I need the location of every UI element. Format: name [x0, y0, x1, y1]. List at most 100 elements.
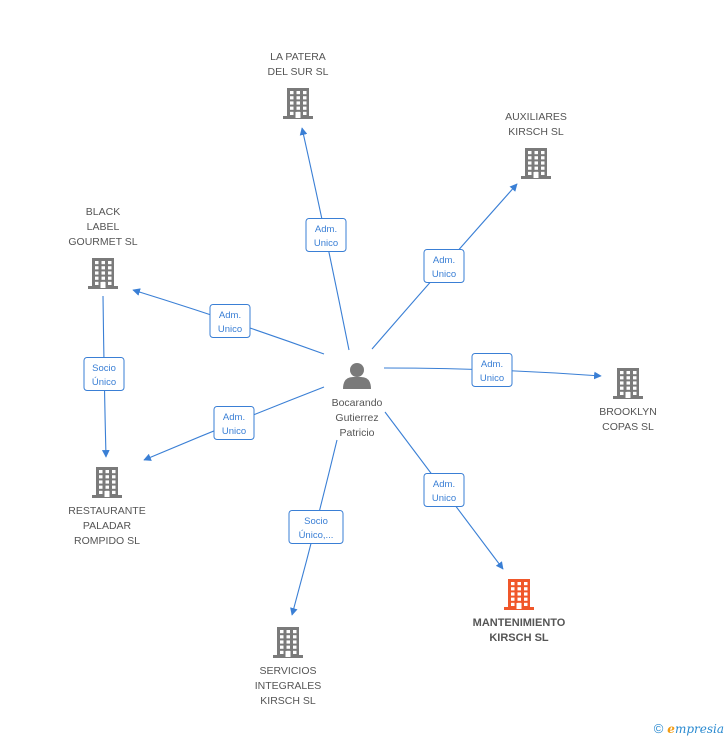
building-door — [625, 392, 631, 398]
building-window — [296, 101, 300, 105]
edge-label-text: Unico — [222, 426, 246, 437]
building-window — [95, 276, 99, 280]
edge-label-text: Unico — [314, 238, 338, 249]
building-window — [99, 470, 103, 474]
building-window — [293, 645, 297, 649]
building-window — [541, 151, 545, 155]
building-window — [517, 587, 521, 591]
building-window — [108, 281, 112, 285]
node-label-line: KIRSCH SL — [489, 632, 549, 644]
node-label-line: GOURMET SL — [68, 236, 137, 248]
edge-label-text: Adm. — [315, 224, 337, 235]
node-label-line: KIRSCH SL — [508, 126, 564, 138]
node-label-line: Bocarando — [332, 397, 383, 409]
building-window — [517, 592, 521, 596]
building-window — [290, 91, 294, 95]
building-window — [303, 111, 307, 115]
edge-label-restaurante-4[interactable]: Adm.Unico — [213, 406, 255, 440]
building-window — [286, 635, 290, 639]
building-window — [290, 106, 294, 110]
edge-label-box — [423, 473, 465, 507]
building-window — [303, 101, 307, 105]
node-label-line: KIRSCH SL — [260, 695, 316, 707]
edge-label-text: Adm. — [481, 359, 503, 370]
building-window — [626, 386, 630, 390]
building-window — [534, 166, 538, 170]
building-window — [112, 490, 116, 494]
building-window — [296, 106, 300, 110]
building-window — [620, 376, 624, 380]
edge-label-text: Único — [92, 377, 116, 388]
edge-label-box — [209, 304, 251, 338]
person-body — [343, 377, 371, 389]
edge-label-brooklyn-3[interactable]: Adm.Unico — [471, 353, 513, 387]
node-label-line: MANTENIMIENTO — [473, 617, 566, 629]
building-window — [293, 650, 297, 654]
brand-logo[interactable]: empresia — [667, 722, 724, 736]
edge-label-text: Socio — [92, 363, 116, 374]
building-window — [99, 485, 103, 489]
building-window — [524, 602, 528, 606]
node-label-line: COPAS SL — [602, 421, 654, 433]
building-window — [105, 475, 109, 479]
building-window — [280, 630, 284, 634]
building-window — [534, 161, 538, 165]
edge-labels-layer: Adm.UnicoAdm.UnicoAdm.UnicoAdm.UnicoAdm.… — [83, 218, 513, 544]
edge-label-text: Unico — [218, 324, 242, 335]
building-window — [286, 640, 290, 644]
edge-label-text: Unico — [432, 269, 456, 280]
building-window — [112, 485, 116, 489]
building-window — [620, 391, 624, 395]
edge-label-servicios-6[interactable]: SocioÚnico,... — [288, 510, 344, 544]
copyright-symbol: © — [653, 721, 664, 736]
edge-label-la-patera-0[interactable]: Adm. Unico — [305, 218, 347, 252]
building-window — [626, 381, 630, 385]
building-window — [633, 371, 637, 375]
node-company-brooklyn[interactable]: BROOKLYN COPAS SL — [599, 368, 657, 433]
building-window — [293, 640, 297, 644]
node-label-line: Patricio — [339, 427, 374, 439]
building-window — [303, 91, 307, 95]
building-window — [280, 645, 284, 649]
building-window — [633, 391, 637, 395]
building-window — [296, 91, 300, 95]
brand-initial: e — [667, 721, 675, 736]
building-window — [517, 597, 521, 601]
edge-label-box — [305, 218, 347, 252]
building-window — [528, 151, 532, 155]
building-window — [541, 171, 545, 175]
edge-label-text: Socio — [304, 516, 328, 527]
edge-label-box — [83, 357, 125, 391]
person-icon — [343, 363, 371, 389]
edge-label-auxiliares-1[interactable]: Adm.Unico — [423, 249, 465, 283]
building-window — [99, 480, 103, 484]
node-label-line: BROOKLYN — [599, 406, 657, 418]
edge-label-box — [471, 353, 513, 387]
edge-label-black-label-2[interactable]: Adm.Unico — [209, 304, 251, 338]
node-label-line: SERVICIOS — [260, 665, 317, 677]
building-icon — [613, 368, 643, 399]
footer-credit: © empresia — [654, 721, 724, 736]
brand-name: mpresia — [674, 721, 724, 736]
building-window — [626, 371, 630, 375]
edge-label-text: Adm. — [433, 479, 455, 490]
building-window — [293, 630, 297, 634]
building-window — [112, 470, 116, 474]
building-door — [104, 491, 110, 497]
node-label-line: ROMPIDO SL — [74, 535, 140, 547]
edge-label-text: Único,... — [299, 530, 334, 541]
building-window — [303, 96, 307, 100]
building-icon — [283, 88, 313, 119]
edge-label-mantenimiento-5[interactable]: Adm.Unico — [423, 473, 465, 507]
building-window — [101, 271, 105, 275]
building-window — [511, 597, 515, 601]
node-company-mantenimiento[interactable]: MANTENIMIENTO KIRSCH SL — [473, 579, 566, 644]
